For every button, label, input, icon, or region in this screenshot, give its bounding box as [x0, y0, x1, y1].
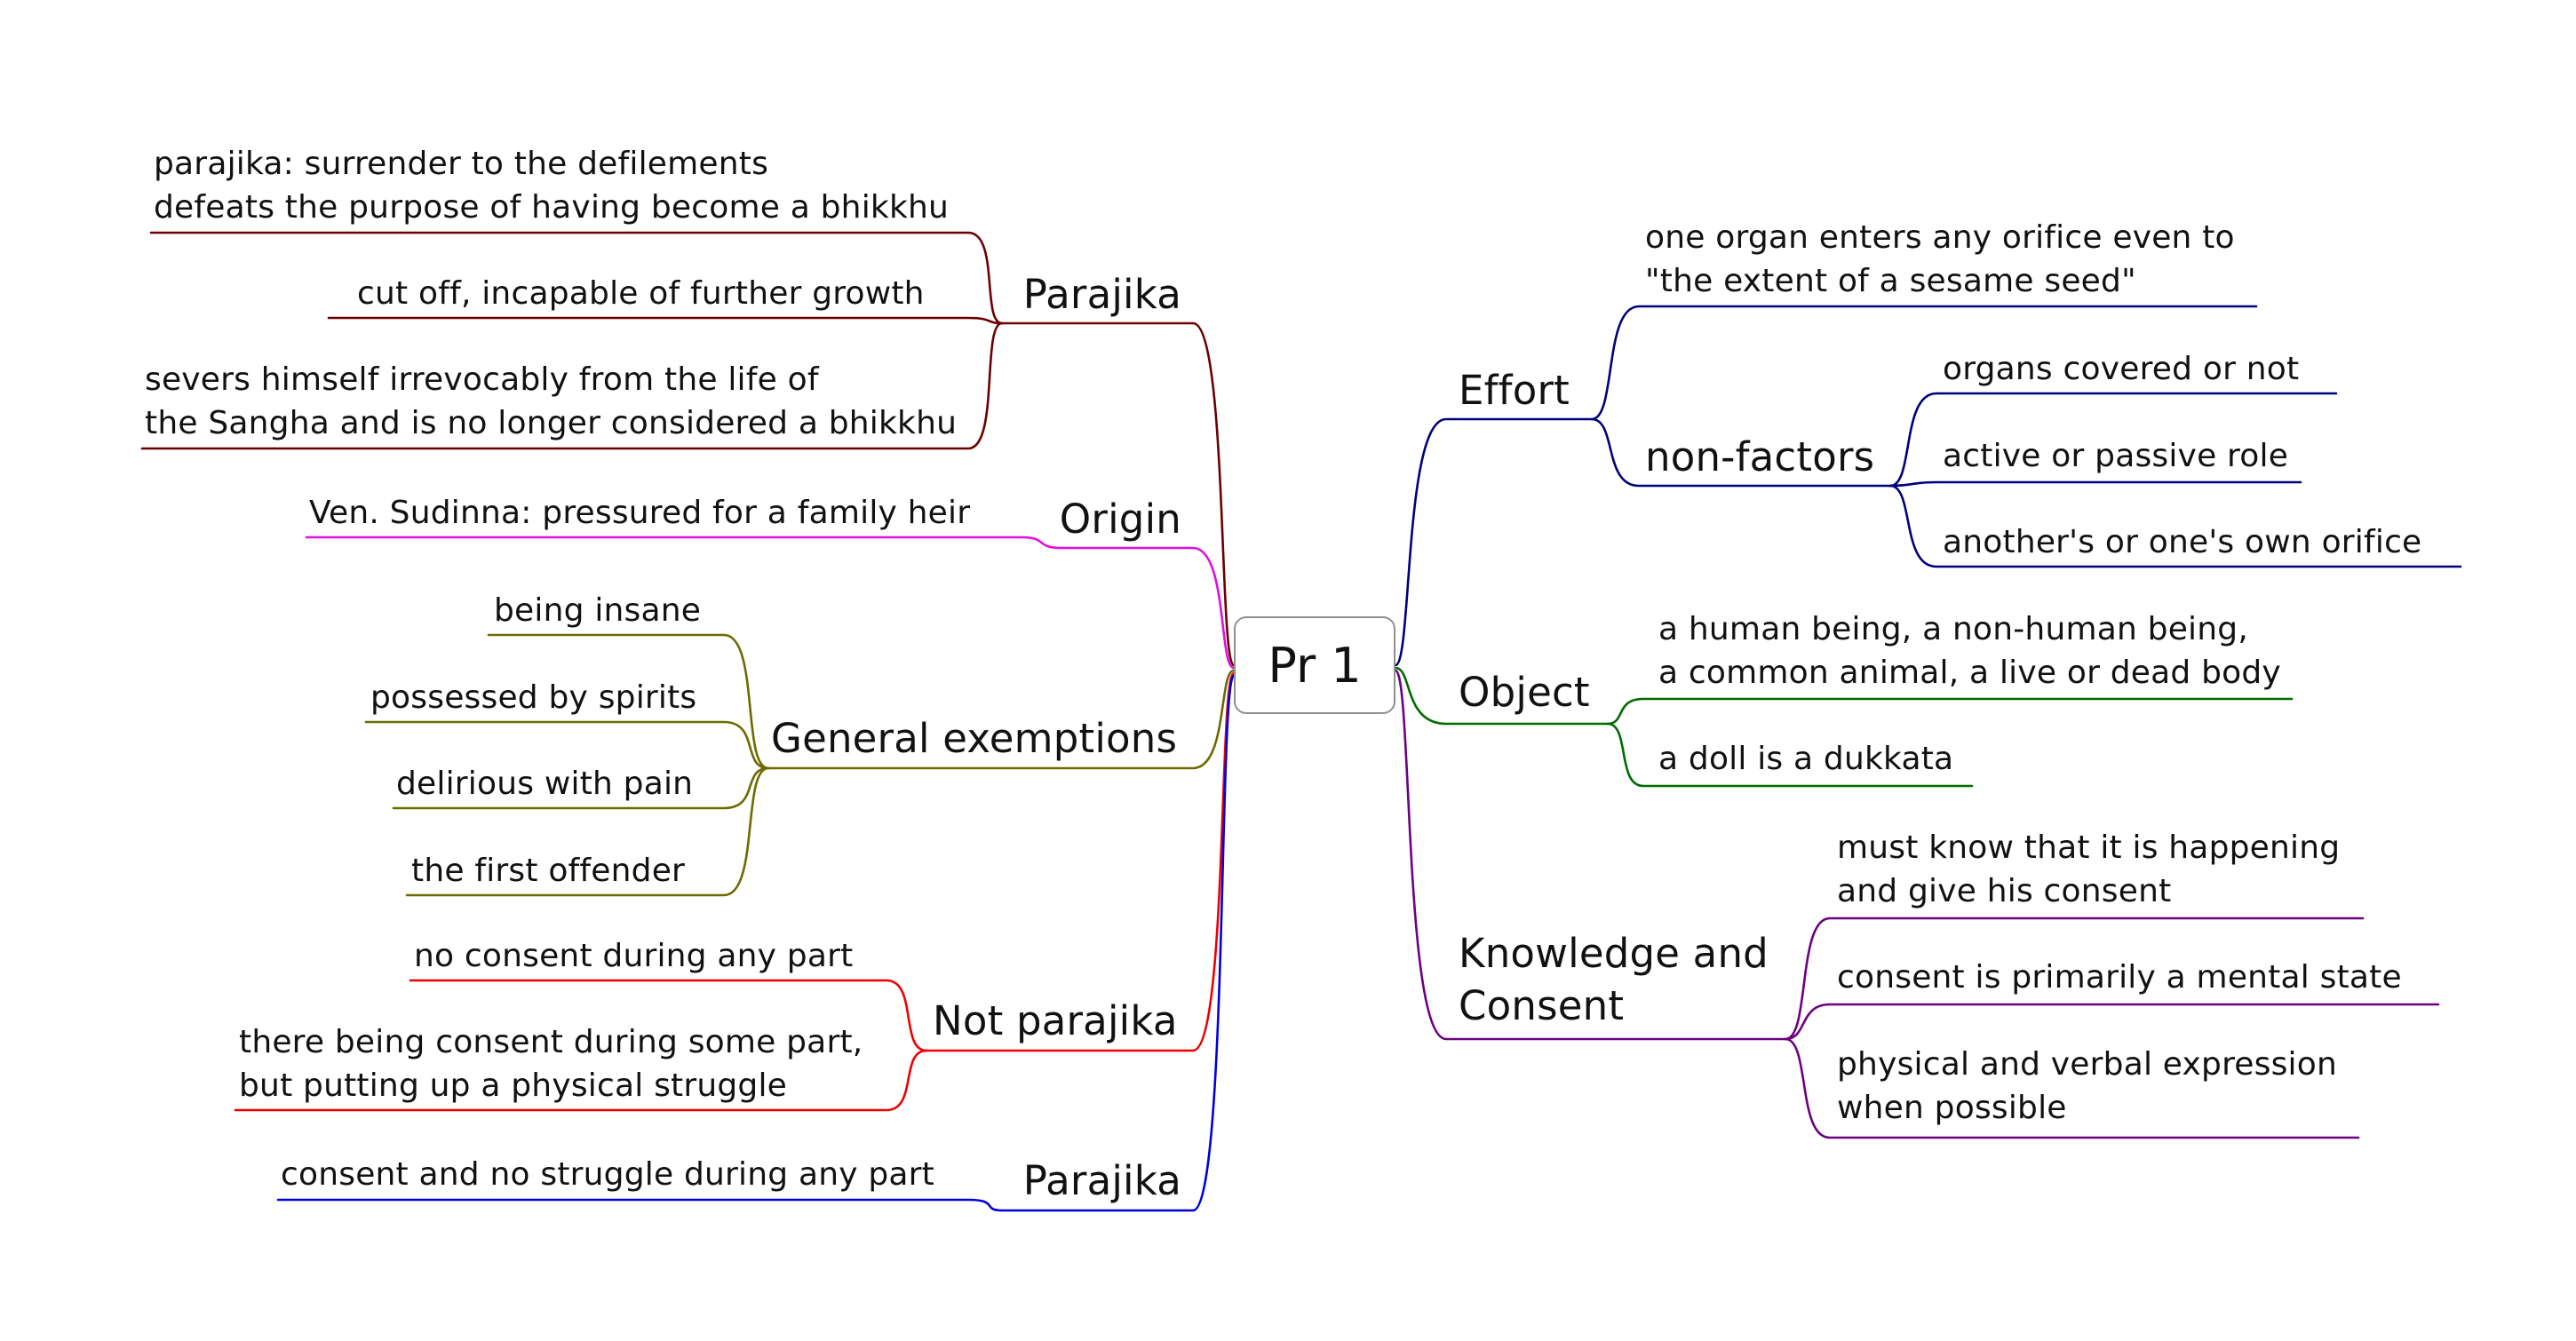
- branch-non-factors[interactable]: non-factors: [1645, 433, 1875, 480]
- general-exemptions-child-4[interactable]: the first offender: [411, 853, 686, 889]
- parajika-top-child-3[interactable]: severs himself irrevocably from the life…: [145, 361, 958, 441]
- link-knowledge-child-3: [1784, 1037, 2360, 1139]
- non-factors-child-3[interactable]: another's or one's own orifice: [1943, 524, 2422, 560]
- root-node[interactable]: Pr 1: [1234, 616, 1395, 714]
- link-root-object: [1394, 666, 1610, 726]
- link-parajika-child-3: [140, 321, 1004, 450]
- branch-origin[interactable]: Origin: [1059, 496, 1181, 543]
- link-general-child-4: [405, 766, 770, 897]
- link-nonfactors-child-2: [1888, 480, 2302, 488]
- parajika-top-child-2[interactable]: cut off, incapable of further growth: [357, 275, 925, 312]
- branch-parajika-bottom[interactable]: Parajika: [1022, 1157, 1181, 1204]
- link-nonfactors-child-3: [1888, 484, 2462, 568]
- root-label: Pr 1: [1268, 637, 1362, 694]
- link-root-parajika-top: [1000, 321, 1236, 667]
- not-parajika-child-1[interactable]: no consent during any part: [414, 938, 854, 974]
- link-root-general: [767, 669, 1236, 770]
- link-object-child-2: [1606, 722, 1974, 788]
- link-general-child-2: [364, 720, 770, 770]
- link-root-knowledge: [1394, 669, 1787, 1041]
- branch-general-exemptions[interactable]: General exemptions: [771, 715, 1178, 762]
- link-knowledge-child-1: [1784, 916, 2365, 1041]
- non-factors-child-1[interactable]: organs covered or not: [1943, 351, 2300, 387]
- general-exemptions-child-2[interactable]: possessed by spirits: [370, 679, 697, 716]
- branch-effort[interactable]: Effort: [1459, 367, 1570, 414]
- branch-object[interactable]: Object: [1459, 669, 1590, 716]
- knowledge-child-2[interactable]: consent is primarily a mental state: [1837, 959, 2402, 996]
- knowledge-child-1[interactable]: must know that it is happening and give …: [1837, 829, 2341, 909]
- link-root-parajika-bottom: [1000, 674, 1236, 1212]
- effort-child-1[interactable]: one organ enters any orifice even to "th…: [1645, 219, 2235, 299]
- link-knowledge-child-2: [1784, 1003, 2440, 1041]
- branch-parajika-top[interactable]: Parajika: [1022, 271, 1181, 318]
- origin-child-1[interactable]: Ven. Sudinna: pressured for a family hei…: [309, 495, 971, 531]
- link-effort-nonfactors: [1590, 417, 1892, 488]
- link-not-parajika-child-1: [409, 979, 928, 1052]
- non-factors-child-2[interactable]: active or passive role: [1943, 438, 2289, 474]
- link-root-origin: [1060, 546, 1236, 670]
- general-exemptions-child-1[interactable]: being insane: [494, 592, 702, 629]
- link-not-parajika-child-2: [234, 1049, 928, 1112]
- not-parajika-child-2[interactable]: there being consent during some part, bu…: [239, 1024, 863, 1104]
- parajika-bottom-child-1[interactable]: consent and no struggle during any part: [281, 1156, 934, 1193]
- branch-knowledge-consent[interactable]: Knowledge and Consent: [1459, 930, 1769, 1029]
- link-effort-child-1: [1590, 305, 2258, 421]
- link-parajika-bottom-child-1: [276, 1198, 1004, 1212]
- link-root-effort: [1394, 417, 1594, 667]
- knowledge-child-3[interactable]: physical and verbal expression when poss…: [1837, 1046, 2337, 1126]
- link-object-child-1: [1606, 697, 2294, 726]
- link-general-child-1: [487, 633, 770, 770]
- object-child-1[interactable]: a human being, a non-human being, a comm…: [1658, 611, 2281, 691]
- branch-not-parajika[interactable]: Not parajika: [933, 997, 1178, 1044]
- link-nonfactors-child-1: [1888, 392, 2338, 488]
- link-parajika-child-1: [149, 231, 1004, 325]
- link-origin-child-1: [305, 536, 1063, 550]
- object-child-2[interactable]: a doll is a dukkata: [1658, 741, 1954, 777]
- link-general-child-3: [392, 766, 770, 810]
- link-parajika-child-2: [327, 316, 1004, 325]
- general-exemptions-child-3[interactable]: delirious with pain: [396, 766, 694, 802]
- parajika-top-child-1[interactable]: parajika: surrender to the defilements d…: [154, 146, 950, 226]
